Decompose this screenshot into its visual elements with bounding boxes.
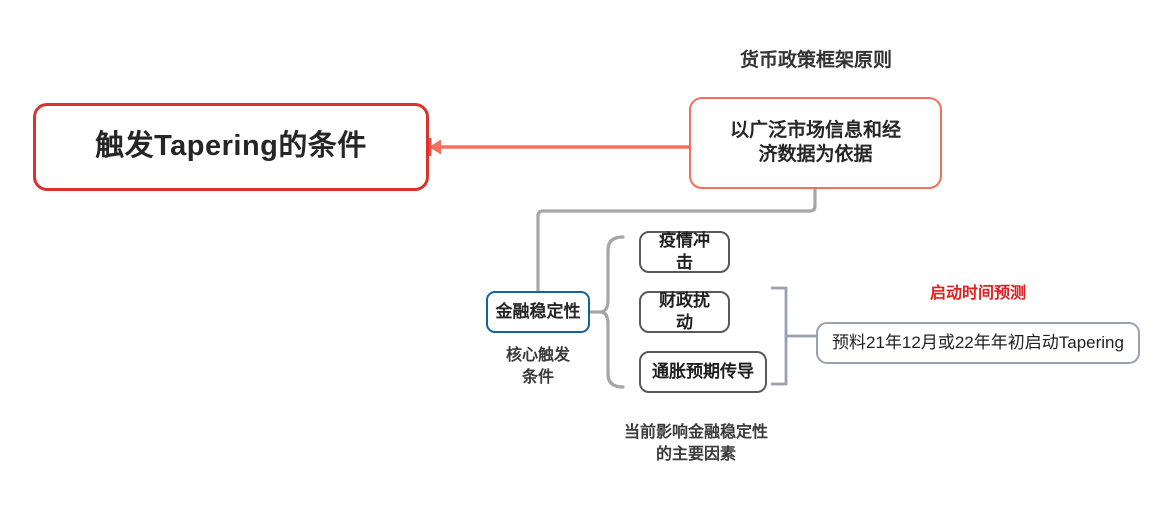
node-prediction-label: 预料21年12月或22年年初启动Tapering — [832, 333, 1124, 353]
node-root-trigger-conditions[interactable]: 触发Tapering的条件 — [33, 103, 429, 191]
node-principle-line1: 以广泛市场信息和经 — [729, 119, 901, 141]
node-stability-label: 金融稳定性 — [495, 302, 581, 322]
node-tapering-start-forecast[interactable]: 预料21年12月或22年年初启动Tapering — [816, 322, 1140, 364]
connector-root-to-principle — [428, 138, 689, 156]
node-principle-label: 以广泛市场信息和经 济数据为依据 — [730, 119, 901, 168]
node-factor-2-label: 通胀预期传导 — [652, 362, 754, 382]
caption-core-line1: 核心触发 — [505, 347, 570, 364]
caption-factors-line1: 当前影响金融稳定性 — [623, 424, 768, 441]
node-factor-0-label: 疫情冲击 — [659, 231, 710, 272]
caption-factors-line2: 的主要因素 — [655, 445, 736, 463]
node-factor-1-label: 财政扰动 — [659, 291, 710, 332]
caption-core-line2: 条件 — [521, 368, 554, 386]
node-principle-line2: 济数据为依据 — [758, 144, 873, 165]
caption-timing-forecast: 启动时间预测 — [929, 285, 1026, 302]
caption-monetary-policy-framework: 货币政策框架原则 — [739, 50, 892, 71]
node-financial-stability[interactable]: 金融稳定性 — [486, 291, 590, 333]
node-policy-basis[interactable]: 以广泛市场信息和经 济数据为依据 — [689, 97, 942, 189]
node-factor-pandemic-shock[interactable]: 疫情冲击 — [639, 231, 730, 273]
connector-factors-to-prediction — [771, 286, 816, 386]
caption-core-trigger-condition: 核心触发 条件 — [473, 345, 603, 388]
node-factor-fiscal-disturbance[interactable]: 财政扰动 — [639, 291, 730, 333]
caption-main-factors-affecting-stability: 当前影响金融稳定性 的主要因素 — [583, 422, 809, 465]
node-root-label: 触发Tapering的条件 — [95, 130, 367, 163]
node-factor-inflation-expectation-transmission[interactable]: 通胀预期传导 — [639, 351, 767, 393]
